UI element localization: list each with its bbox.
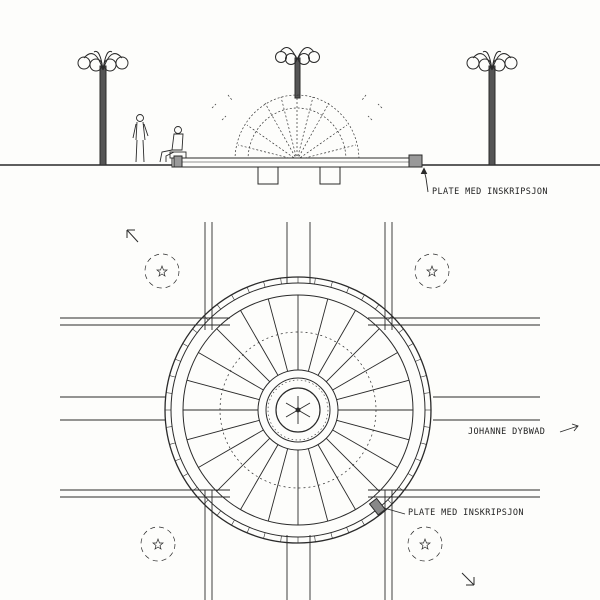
rim-segment xyxy=(420,375,427,378)
basin-spoke xyxy=(332,429,398,468)
basin-spoke xyxy=(240,310,279,376)
basin-spoke xyxy=(325,328,380,383)
fountain-basin-elevation xyxy=(171,154,423,185)
rim-segment xyxy=(361,519,365,526)
rim-segment xyxy=(346,527,350,533)
rim-segment xyxy=(415,358,421,362)
plate-label-bottom: PLATE MED INSKRIPSJON xyxy=(408,508,524,518)
rim-segment xyxy=(398,328,404,333)
rim-segment xyxy=(375,304,380,310)
basin-spoke xyxy=(336,419,410,441)
architect-signature: JOHANNE DYBWAD xyxy=(468,427,546,437)
rim-segment xyxy=(423,392,430,394)
basin-spokes xyxy=(183,295,413,525)
standing-person xyxy=(132,114,149,163)
basin-spoke xyxy=(307,298,329,372)
basin-spoke xyxy=(216,328,271,383)
basin-spoke xyxy=(186,419,260,441)
inscription-plate xyxy=(368,497,386,516)
plan-lamp-top-left xyxy=(144,253,180,289)
rim-segment xyxy=(169,442,176,445)
rim-segment xyxy=(175,358,181,362)
basin-spoke xyxy=(198,429,264,468)
rim-segment xyxy=(263,532,266,539)
rim-segment xyxy=(231,294,235,301)
rim-segment xyxy=(423,426,430,428)
plate-leader-bottom xyxy=(383,507,406,515)
rim-segment xyxy=(169,375,176,378)
basin-rim-segments xyxy=(165,277,431,543)
fountain-spray xyxy=(211,94,383,161)
basin-spoke xyxy=(267,298,289,372)
lamp-post-left xyxy=(77,50,129,166)
signature-arrow xyxy=(559,423,579,433)
rim-segment xyxy=(166,392,173,394)
rim-segment xyxy=(280,278,282,285)
basin-spoke xyxy=(325,437,380,492)
rim-segment xyxy=(346,287,350,293)
basin-spoke xyxy=(198,352,264,391)
basin-spoke xyxy=(216,437,271,492)
elevation-view xyxy=(0,47,600,193)
rim-segment xyxy=(182,473,189,477)
rim-segment xyxy=(203,315,209,321)
rim-segment xyxy=(231,519,235,526)
rim-segment xyxy=(314,278,316,285)
basin-spoke xyxy=(240,444,279,510)
rim-segment xyxy=(246,527,250,533)
rim-segment xyxy=(387,499,393,505)
rim-segment xyxy=(361,294,365,301)
plate-label-top: PLATE MED INSKRIPSJON xyxy=(432,187,548,197)
basin-spoke xyxy=(186,379,260,401)
plan-lamp-bottom-left xyxy=(140,526,176,562)
rim-segment xyxy=(246,287,250,293)
rim-segment xyxy=(387,315,393,321)
rim-segment xyxy=(263,281,266,288)
basin-spoke xyxy=(336,379,410,401)
rim-segment xyxy=(398,487,404,492)
rim-segment xyxy=(330,281,333,288)
rim-segment xyxy=(182,343,189,347)
rim-segment xyxy=(420,442,427,445)
plan-lamp-bottom-right xyxy=(407,526,443,562)
lamp-post-right xyxy=(466,50,518,166)
rim-segment xyxy=(216,510,221,516)
center-jets xyxy=(285,396,311,424)
rim-segment xyxy=(330,532,333,539)
basin-spoke xyxy=(317,444,356,510)
rim-segment xyxy=(407,473,414,477)
basin-spoke xyxy=(332,352,398,391)
rim-segment xyxy=(314,535,316,542)
rim-segment xyxy=(415,458,421,462)
section-arrow-bottom-right xyxy=(461,572,475,586)
rim-segment xyxy=(166,426,173,428)
rim-segment xyxy=(216,304,221,310)
rim-segment xyxy=(280,535,282,542)
rim-segment xyxy=(203,499,209,505)
lamp-post-center xyxy=(275,47,320,99)
rim-segment xyxy=(192,487,198,492)
section-arrow-top-left xyxy=(126,229,139,243)
basin-spoke xyxy=(317,310,356,376)
basin-spoke xyxy=(267,448,289,522)
rim-segment xyxy=(192,328,198,333)
plan-view xyxy=(60,222,579,600)
basin-spoke xyxy=(307,448,329,522)
rim-segment xyxy=(175,458,181,462)
plan-lamp-top-right xyxy=(414,253,450,289)
rim-segment xyxy=(407,343,414,347)
